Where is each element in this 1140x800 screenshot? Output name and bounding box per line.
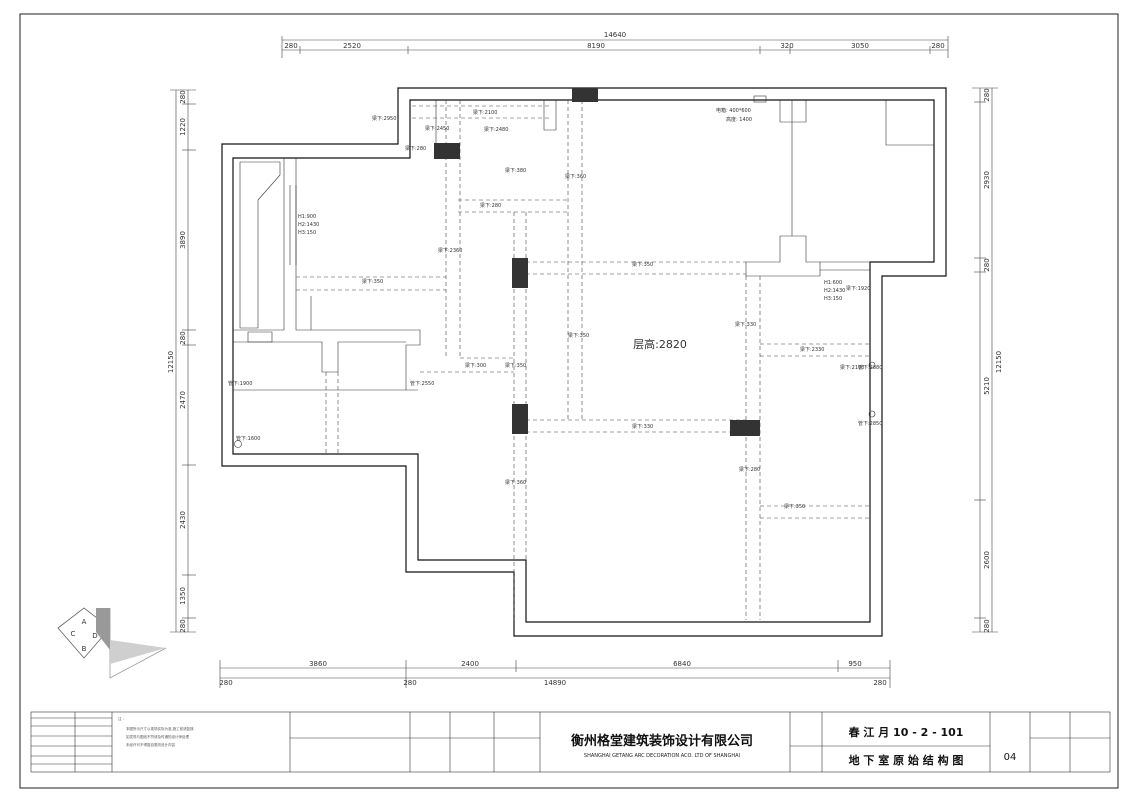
beam-label: 梁下:2100 [840, 364, 864, 371]
dim-right-1: 2930 [983, 171, 991, 189]
beam-label: 梁下:350 [632, 261, 653, 268]
bottom-dimensions: 3860 2400 6840 950 14890 280 280 280 [219, 660, 891, 688]
dim-left-8: 280 [179, 619, 187, 632]
beam-label: 梁下:2360 [438, 247, 462, 254]
beam-label: 梁下:280 [739, 466, 760, 473]
meter-box-label: 高度: 1400 [726, 116, 752, 123]
dim-bottom-total: 14890 [544, 679, 566, 687]
beam-label: 梁下:2480 [484, 126, 508, 133]
beam-label: 管下:2880 [858, 364, 882, 371]
dim-left-5: 2470 [179, 391, 187, 409]
project-name: 春 江 月 10 - 2 - 101 [849, 725, 964, 739]
window-label: H3:150 [824, 296, 842, 302]
dim-top-2: 8190 [587, 42, 605, 50]
column [434, 143, 460, 159]
structural-columns [434, 88, 760, 436]
svg-text:本图所示尺寸以现场实际为准,施工前请复核: 本图所示尺寸以现场实际为准,施工前请复核 [126, 726, 194, 731]
dim-right-3: 12150 [995, 351, 1003, 373]
logo-letter: C [71, 630, 76, 638]
dim-bottom-0: 3860 [309, 660, 327, 668]
beam-label: 梁下:1920 [846, 285, 870, 292]
dim-right-0: 280 [983, 88, 991, 101]
dim-top-0: 280 [284, 42, 297, 50]
svg-text:如发现与图纸不符请及时通知设计师处理: 如发现与图纸不符请及时通知设计师处理 [126, 734, 189, 739]
pipes [234, 361, 876, 448]
dim-top-1: 2520 [343, 42, 361, 50]
beam-label: 管下:2850 [858, 420, 882, 427]
sheet-number: 04 [1004, 752, 1017, 763]
dim-left-0: 280 [179, 90, 187, 103]
sheet-border [19, 13, 1119, 789]
column [572, 88, 598, 102]
beam-label: 梁下:2100 [473, 109, 497, 116]
inner-wall [232, 99, 935, 623]
company-logo: A C D B [57, 607, 167, 679]
dim-bottom-3: 950 [848, 660, 861, 668]
beam-label: 梁下:2950 [372, 115, 396, 122]
window-label: H1:900 [298, 214, 316, 220]
dim-left-7: 1350 [179, 587, 187, 605]
beam-label: 管下:1600 [236, 435, 260, 442]
beam-label: 梁下:330 [632, 423, 653, 430]
dim-right-2: 280 [983, 258, 991, 271]
dim-bottom-edge-left: 280 [219, 679, 232, 687]
beam-label: 梁下:350 [505, 362, 526, 369]
beam-label: 梁下:330 [735, 321, 756, 328]
dim-right-4: 5210 [983, 377, 991, 395]
dim-right-5: 2600 [983, 551, 991, 569]
window-label: H1:600 [824, 280, 842, 286]
dim-bottom-edge-mid: 280 [403, 679, 416, 687]
dim-bottom-edge-right: 280 [873, 679, 886, 687]
beam-label: 梁下:360 [565, 173, 586, 180]
beam-label: 梁下:350 [784, 503, 805, 510]
beam-label: 梁下:280 [480, 202, 501, 209]
window-label: H3:150 [298, 230, 316, 236]
beam-label: 管下:2550 [410, 380, 434, 387]
beam-label: 梁下:350 [568, 332, 589, 339]
dim-right-6: 280 [983, 619, 991, 632]
beam-label: 梁下:380 [505, 167, 526, 174]
dim-bottom-2: 6840 [673, 660, 691, 668]
logo-letter: D [92, 632, 97, 640]
right-dimensions: 280 2930 280 12150 5210 2600 280 [972, 87, 1003, 633]
beam-label: 梁下:350 [362, 278, 383, 285]
dim-top-total: 14640 [604, 31, 626, 39]
column [730, 420, 760, 436]
dim-bottom-1: 2400 [461, 660, 479, 668]
dim-top-4: 3050 [851, 42, 869, 50]
dim-left-1: 1220 [179, 118, 187, 136]
plan-labels: 层高:2820 梁下:2950 梁下:2100 梁下:2450 梁下:2480 … [228, 107, 882, 510]
beam-label: 梁下:2450 [425, 125, 449, 132]
logo-letter: B [82, 645, 87, 653]
drawing-title: 地 下 室 原 始 结 构 图 [849, 753, 964, 767]
dim-left-2: 3890 [179, 231, 187, 249]
svg-text:注 :: 注 : [118, 716, 124, 721]
column [512, 258, 528, 288]
dim-top-5: 280 [931, 42, 944, 50]
company-name-en: SHANGHAI GETANG ARC DECORATION ACO. LTD … [584, 753, 740, 759]
logo-letter: A [82, 618, 87, 626]
dim-left-3: 280 [179, 331, 187, 344]
beam-label: 梁下:2330 [800, 346, 824, 353]
dim-left-4: 12150 [167, 351, 175, 373]
svg-text:未经许可不得擅自更改设计内容: 未经许可不得擅自更改设计内容 [126, 742, 175, 747]
beam-label: 管下:1900 [228, 380, 252, 387]
building-walls [221, 87, 947, 637]
beam-label: 梁下:300 [465, 362, 486, 369]
room-height-label: 层高:2820 [633, 337, 687, 351]
dim-left-6: 2430 [179, 511, 187, 529]
beam-label: 梁下:280 [405, 145, 426, 152]
outer-wall [221, 87, 947, 637]
meter-box-label: 电箱: 400*600 [716, 107, 751, 114]
left-dimensions: 280 1220 3890 280 12150 2470 2430 1350 2… [167, 89, 196, 633]
dim-top-3: 320 [780, 42, 793, 50]
column [512, 404, 528, 434]
window-label: H2:1430 [824, 288, 845, 294]
company-name-cn: 衡州格堂建筑装饰设计有限公司 [571, 733, 753, 749]
top-dimensions: 14640 280 2520 8190 320 3050 280 [281, 31, 949, 58]
beam-label: 梁下:360 [505, 479, 526, 486]
window-label: H2:1430 [298, 222, 319, 228]
title-block: 注 : 本图所示尺寸以现场实际为准,施工前请复核 如发现与图纸不符请及时通知设计… [30, 711, 1111, 773]
